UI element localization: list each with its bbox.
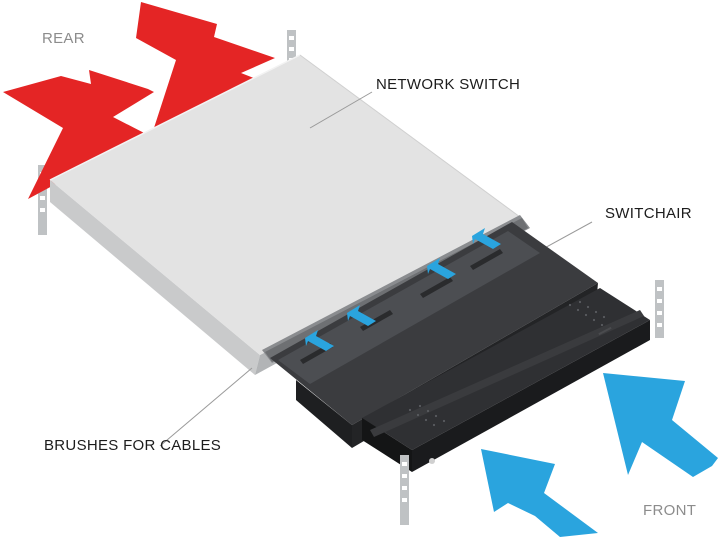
rack-rail-front-left: [400, 455, 409, 525]
intake-arrow-icon: [481, 449, 598, 537]
switchair-front: [296, 288, 650, 472]
rack-rail-front-right: [655, 280, 664, 338]
front-label: FRONT: [643, 502, 697, 519]
exhaust-arrow-icon: [3, 70, 154, 199]
network-switch-label: NETWORK SWITCH: [376, 76, 521, 93]
intake-arrow-icon: [603, 373, 718, 477]
switchair-label: SWITCHAIR: [605, 205, 692, 222]
small-intake-arrow-icon: [427, 258, 456, 279]
small-intake-arrow-icon: [472, 228, 501, 249]
small-intake-arrow-icon: [347, 305, 376, 326]
small-intake-arrow-icon: [305, 330, 334, 351]
vertiv-logo-icon: [429, 458, 435, 464]
brushes-label: BRUSHES FOR CABLES: [44, 437, 222, 454]
rear-label: REAR: [42, 30, 85, 47]
exhaust-arrow-icon: [136, 2, 287, 134]
